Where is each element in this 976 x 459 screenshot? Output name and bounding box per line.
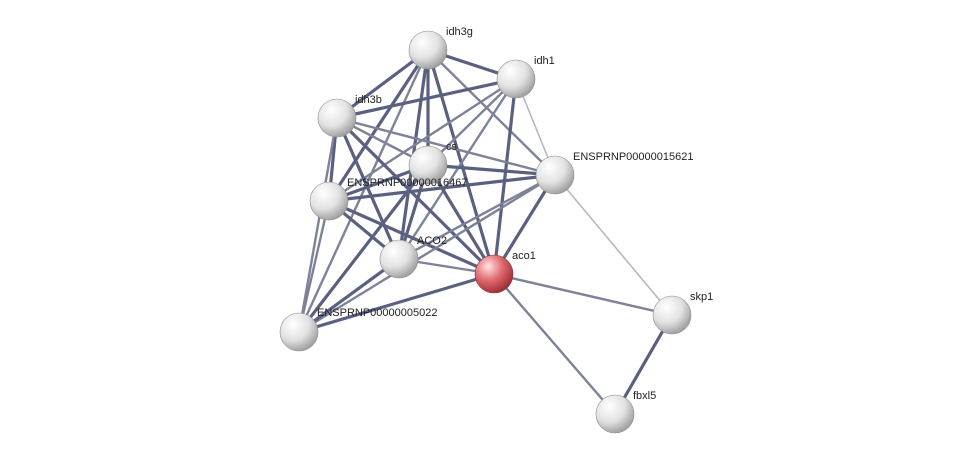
edge-idh3b-aco1 xyxy=(335,116,496,276)
node-idh3g[interactable]: idh3g xyxy=(408,26,473,70)
node-label-cs: cs xyxy=(446,141,458,153)
edge-ENSPRNP00000015621-ACO2 xyxy=(397,173,557,261)
edge-idh3b-ENSPRNP00000005022 xyxy=(297,116,339,334)
edge-idh1-idh3b xyxy=(335,77,518,120)
node-ENSPRNP00000016467[interactable]: ENSPRNP00000016467 xyxy=(309,177,467,221)
node-aco1[interactable]: aco1 xyxy=(474,250,536,294)
node-circle-ACO2[interactable] xyxy=(379,239,419,279)
edge-cs-aco1 xyxy=(426,163,496,276)
edge-idh3g-ENSPRNP00000005022 xyxy=(297,48,430,334)
node-label-idh1: idh1 xyxy=(534,55,555,67)
node-label-fbxl5: fbxl5 xyxy=(633,390,656,402)
edge-idh1-ACO2 xyxy=(397,77,518,261)
edge-idh1-cs xyxy=(426,77,518,167)
edge-cs-ENSPRNP00000015621 xyxy=(426,163,557,177)
node-circle-idh3b[interactable] xyxy=(317,98,357,138)
node-ACO2[interactable]: ACO2 xyxy=(379,235,447,279)
edge-ENSPRNP00000015621-aco1 xyxy=(492,173,557,276)
node-circle-ENSPRNP00000016467[interactable] xyxy=(309,181,349,221)
node-circle-aco1[interactable] xyxy=(474,254,514,294)
node-label-idh3b: idh3b xyxy=(355,94,382,106)
edge-ENSPRNP00000016467-ENSPRNP00000015621 xyxy=(327,173,557,203)
node-idh3b[interactable]: idh3b xyxy=(317,94,382,138)
node-circle-ENSPRNP00000015621[interactable] xyxy=(535,155,575,195)
node-circle-fbxl5[interactable] xyxy=(595,394,635,434)
edge-ENSPRNP00000016467-aco1 xyxy=(327,199,496,276)
nodes-layer: idh3g idh1 idh3b csENSPRNP00000015621ENSPRN… xyxy=(279,26,713,434)
edge-ENSPRNP00000015621-skp1 xyxy=(554,174,673,316)
node-label-aco1: aco1 xyxy=(512,250,536,262)
node-label-idh3g: idh3g xyxy=(446,26,473,38)
node-ENSPRNP00000015621[interactable]: ENSPRNP00000015621 xyxy=(535,151,693,195)
node-circle-ENSPRNP00000005022[interactable] xyxy=(279,312,319,352)
node-label-ACO2: ACO2 xyxy=(417,235,447,247)
edge-aco1-ENSPRNP00000005022 xyxy=(297,272,496,334)
node-circle-idh1[interactable] xyxy=(496,59,536,99)
node-circle-idh3g[interactable] xyxy=(408,30,448,70)
edge-aco1-fbxl5 xyxy=(492,272,617,416)
node-label-skp1: skp1 xyxy=(690,291,713,303)
node-fbxl5[interactable]: fbxl5 xyxy=(595,390,656,434)
edge-idh3g-ENSPRNP00000016467 xyxy=(327,48,430,203)
node-ENSPRNP00000005022[interactable]: ENSPRNP00000005022 xyxy=(279,307,437,352)
edge-idh3b-ENSPRNP00000015621 xyxy=(335,116,557,177)
edge-idh3g-ENSPRNP00000015621 xyxy=(426,48,557,177)
node-label-ENSPRNP00000015621: ENSPRNP00000015621 xyxy=(573,151,693,163)
edge-ENSPRNP00000016467-ENSPRNP00000005022 xyxy=(297,199,331,334)
edge-ENSPRNP00000015621-ENSPRNP00000005022 xyxy=(297,173,557,334)
edge-ACO2-ENSPRNP00000005022 xyxy=(297,257,401,334)
edge-idh1-aco1 xyxy=(492,77,518,276)
node-skp1[interactable]: skp1 xyxy=(652,291,713,335)
node-label-ENSPRNP00000005022: ENSPRNP00000005022 xyxy=(317,307,437,319)
node-circle-skp1[interactable] xyxy=(652,295,692,335)
node-cs[interactable]: cs xyxy=(408,141,458,185)
node-label-ENSPRNP00000016467: ENSPRNP00000016467 xyxy=(347,177,467,189)
node-circle-cs[interactable] xyxy=(408,145,448,185)
edge-aco1-skp1 xyxy=(492,272,674,317)
node-idh1[interactable]: idh1 xyxy=(496,55,555,99)
